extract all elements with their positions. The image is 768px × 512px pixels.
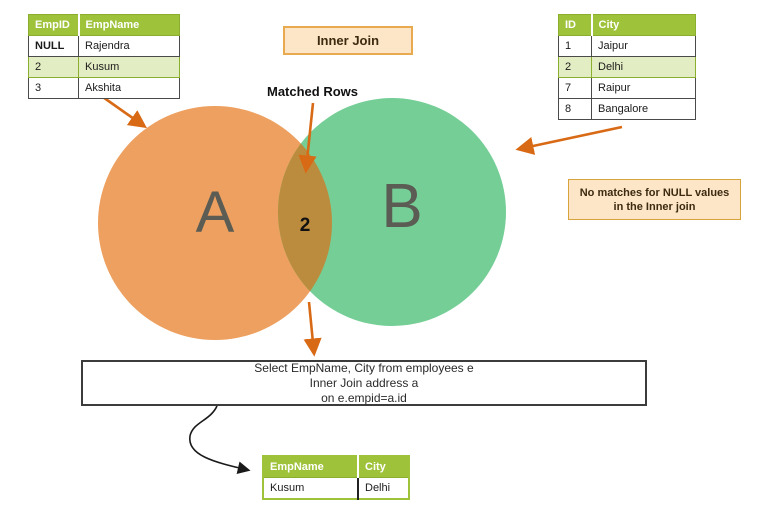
cell-id: 2 (558, 56, 592, 78)
employees-table: EmpID EmpName NULL Rajendra 2 Kusum 3 Ak… (28, 14, 180, 99)
result-header-city: City (357, 455, 410, 478)
arrow-employees-to-a-icon (99, 93, 147, 129)
sql-line-3: on e.empid=a.id (321, 390, 407, 405)
table-row-highlighted: 2 Delhi (558, 56, 696, 78)
result-header-row: EmpName City (262, 455, 410, 478)
table-row: NULL Rajendra (28, 35, 180, 57)
cell-city: Bangalore (591, 98, 696, 120)
table-row: Kusum Delhi (262, 477, 410, 500)
arrow-address-to-b-icon (515, 125, 623, 155)
result-header-empname: EmpName (262, 455, 359, 478)
address-header-row: ID City (558, 14, 696, 36)
matched-rows-label: Matched Rows (266, 84, 358, 99)
table-row: 3 Akshita (28, 77, 180, 99)
arrow-intersection-to-sql-icon (303, 301, 322, 357)
cell-empid: 3 (28, 77, 79, 99)
circle-a (98, 106, 332, 340)
inner-join-title-box: Inner Join (283, 26, 413, 55)
cell-id: 8 (558, 98, 592, 120)
employees-header-empname: EmpName (78, 14, 180, 36)
circle-b-label: B (381, 172, 422, 241)
address-table: ID City 1 Jaipur 2 Delhi 7 Raipur 8 Bang… (558, 14, 696, 120)
cell-id: 1 (558, 35, 592, 57)
table-row-highlighted: 2 Kusum (28, 56, 180, 78)
cell-city: Delhi (357, 477, 410, 500)
result-table: EmpName City Kusum Delhi (262, 455, 410, 500)
arrow-sql-to-result-icon (189, 405, 251, 474)
sql-line-1: Select EmpName, City from employees e (254, 360, 474, 375)
cell-city: Raipur (591, 77, 696, 99)
arrow-matched-rows-icon (298, 102, 317, 174)
cell-empname: Rajendra (78, 35, 180, 57)
address-header-city: City (591, 14, 696, 36)
cell-empname: Akshita (78, 77, 180, 99)
cell-empname: Kusum (262, 477, 359, 500)
cell-city: Delhi (591, 56, 696, 78)
null-note-box: No matches for NULL values in the Inner … (568, 179, 741, 220)
inner-join-title: Inner Join (316, 33, 380, 48)
circle-a-label: A (196, 180, 235, 245)
venn-intersection (278, 106, 332, 326)
sql-query-box: Select EmpName, City from employees e In… (81, 360, 647, 406)
cell-empid: NULL (28, 35, 79, 57)
table-row: 8 Bangalore (558, 98, 696, 120)
employees-header-empid: EmpID (28, 14, 80, 36)
cell-empid: 2 (28, 56, 79, 78)
table-row: 1 Jaipur (558, 35, 696, 57)
employees-header-row: EmpID EmpName (28, 14, 180, 36)
sql-line-2: Inner Join address a (309, 375, 419, 390)
cell-city: Jaipur (591, 35, 696, 57)
null-note-line2: in the Inner join (613, 200, 696, 213)
address-header-id: ID (558, 14, 593, 36)
cell-empname: Kusum (78, 56, 180, 78)
circle-b (278, 98, 506, 326)
null-note-line1: No matches for NULL values (579, 186, 730, 199)
table-row: 7 Raipur (558, 77, 696, 99)
cell-id: 7 (558, 77, 592, 99)
intersection-count: 2 (300, 215, 311, 236)
